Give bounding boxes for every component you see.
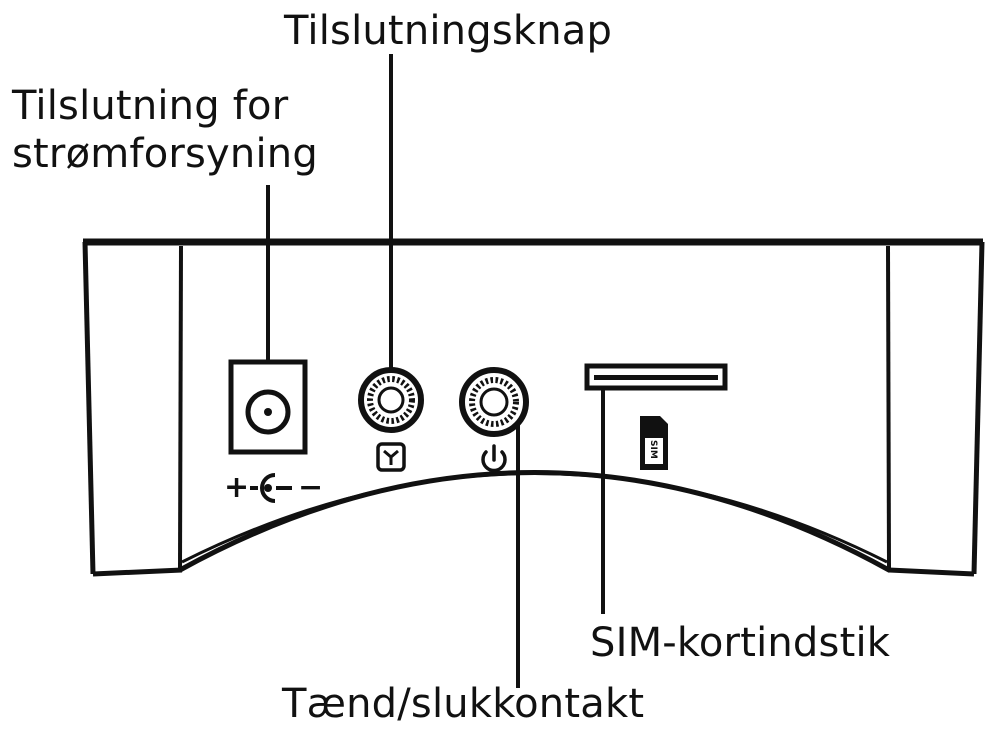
label-sim-slot: SIM-kortindstik [590, 620, 891, 666]
label-power-connector: Tilslutning for strømforsyning [12, 82, 372, 178]
power-switch-center [479, 387, 509, 417]
label-power-connector-line1: Tilslutning for [12, 83, 289, 129]
connect-icon [376, 442, 406, 472]
polarity-symbol: + − [224, 470, 323, 505]
label-connect-button: Tilslutningsknap [284, 8, 613, 54]
power-icon [481, 444, 507, 473]
device-left-divider [178, 245, 183, 569]
device-bottom-arch-inner [181, 472, 888, 564]
polarity-minus-sign: − [298, 470, 323, 505]
device-body [82, 238, 985, 577]
device-bottom-right [887, 567, 975, 577]
device-right-divider [886, 245, 891, 569]
polarity-center-dot [264, 484, 272, 492]
sim-card-text: SIM [648, 440, 658, 459]
dc-jack-pin [264, 408, 272, 416]
sim-card-icon: SIM [640, 416, 668, 470]
polarity-c-arc [260, 473, 276, 503]
device-right-edge [971, 241, 985, 575]
device-left-edge [82, 241, 96, 575]
label-power-switch: Tænd/slukkontakt [282, 681, 645, 727]
connect-button-center [377, 386, 405, 414]
device-bottom-left [92, 567, 183, 577]
connect-button-knurl [367, 376, 415, 424]
connect-button [358, 367, 424, 433]
sim-slot [584, 363, 728, 391]
dc-power-jack [228, 359, 308, 455]
sim-slot-gap [594, 375, 718, 380]
power-switch-knurl [469, 377, 519, 427]
polarity-plus-sign: + [224, 470, 249, 505]
label-power-connector-line2: strømforsyning [12, 131, 318, 177]
leader-lines [266, 54, 605, 688]
power-switch [459, 367, 529, 437]
